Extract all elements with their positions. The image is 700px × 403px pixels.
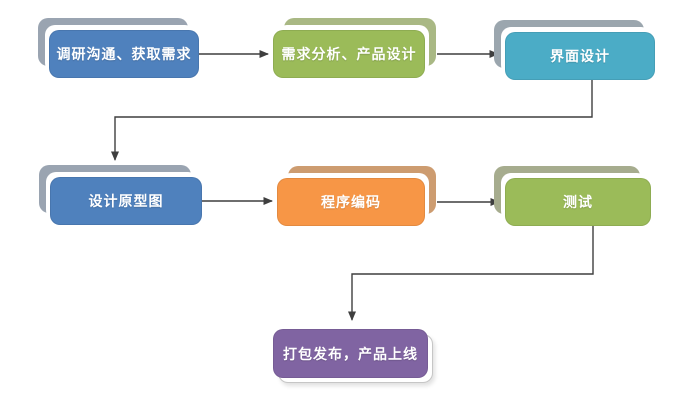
node-label: 需求分析、产品设计 — [281, 46, 417, 62]
node-prototype-design: 设计原型图 — [39, 165, 202, 225]
node-face: 需求分析、产品设计 — [273, 30, 425, 78]
node-label: 打包发布，产品上线 — [283, 345, 418, 362]
node-coding: 程序编码 — [277, 166, 436, 226]
node-label: 调研沟通、获取需求 — [56, 46, 192, 62]
node-face: 调研沟通、获取需求 — [49, 30, 199, 78]
edge-testing-to-release — [348, 226, 594, 321]
node-label: 设计原型图 — [88, 193, 164, 209]
node-label: 界面设计 — [550, 48, 610, 64]
node-testing: 测试 — [494, 166, 651, 226]
node-research-communication: 调研沟通、获取需求 — [38, 18, 199, 78]
node-release: 打包发布，产品上线 — [273, 329, 433, 383]
node-face: 设计原型图 — [50, 177, 202, 225]
edge-uidesign-to-prototype — [111, 80, 593, 161]
node-label: 程序编码 — [321, 194, 381, 210]
node-label: 测试 — [563, 194, 593, 210]
node-ui-design: 界面设计 — [494, 20, 655, 80]
node-face: 界面设计 — [505, 32, 655, 80]
node-face: 打包发布，产品上线 — [273, 329, 428, 378]
node-requirements-analysis: 需求分析、产品设计 — [273, 18, 436, 78]
connector-group — [111, 50, 594, 321]
node-face: 测试 — [505, 178, 651, 226]
node-face: 程序编码 — [277, 178, 425, 226]
